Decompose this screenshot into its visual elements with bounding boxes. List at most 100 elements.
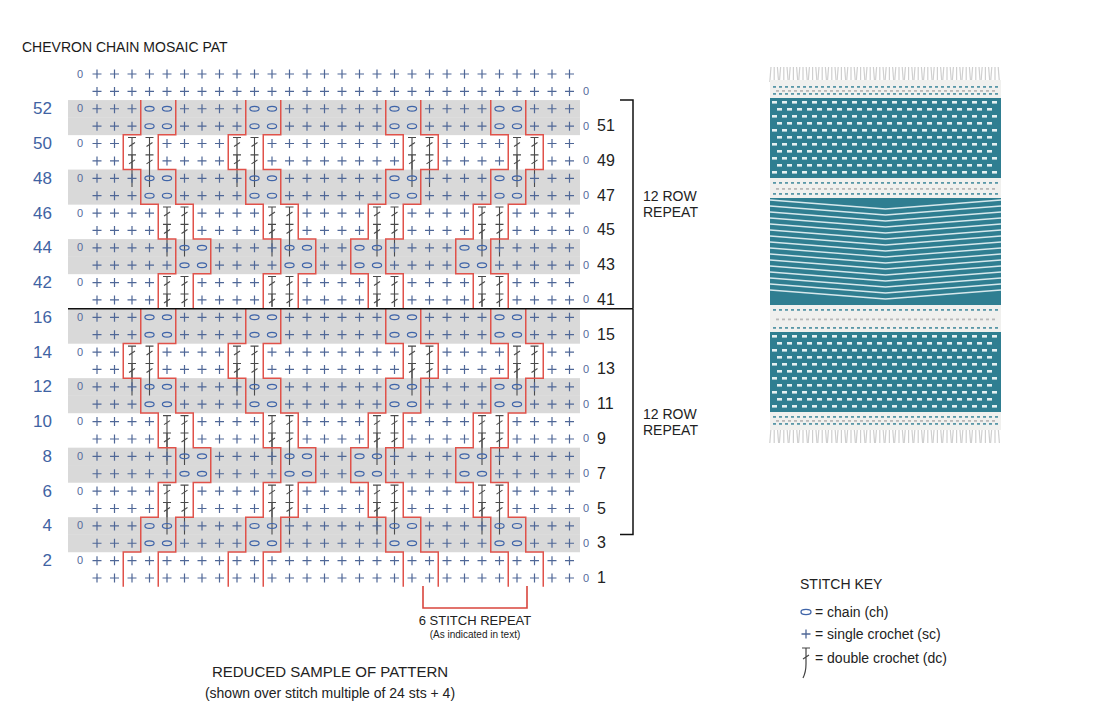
stitch bbox=[495, 574, 504, 583]
stitch bbox=[391, 294, 399, 307]
stitch bbox=[145, 417, 154, 426]
stitch bbox=[460, 417, 469, 426]
stitch bbox=[320, 330, 329, 339]
stitch bbox=[565, 313, 574, 322]
row-start-marker-text: 0 bbox=[583, 432, 589, 444]
row-number-text: 42 bbox=[33, 273, 52, 292]
stitch bbox=[443, 191, 452, 200]
stitch bbox=[215, 313, 224, 322]
stitch bbox=[565, 295, 574, 304]
stitch bbox=[495, 452, 504, 461]
row-start-marker-text: 0 bbox=[77, 311, 83, 323]
stitch bbox=[251, 155, 259, 187]
stitch bbox=[530, 417, 539, 426]
row-start-marker: 0 bbox=[77, 103, 83, 114]
row-number-text: 13 bbox=[597, 360, 615, 377]
stitch bbox=[233, 556, 242, 565]
stitch bbox=[443, 521, 452, 530]
stitch bbox=[320, 400, 329, 409]
stitch bbox=[233, 104, 242, 113]
stitch bbox=[443, 174, 452, 183]
row-start-marker: 0 bbox=[77, 416, 83, 427]
stitch bbox=[180, 87, 189, 96]
stitch bbox=[93, 487, 102, 496]
stitch bbox=[478, 224, 486, 256]
stitch bbox=[390, 87, 399, 96]
stitch bbox=[548, 278, 557, 287]
stitch bbox=[372, 454, 381, 459]
stitch bbox=[145, 504, 154, 513]
stitch bbox=[443, 452, 452, 461]
stitch bbox=[390, 193, 399, 198]
row-number: 50 bbox=[33, 135, 52, 152]
stitch bbox=[391, 277, 399, 307]
row-start-marker-text: 0 bbox=[77, 102, 83, 114]
stitch bbox=[128, 363, 136, 395]
stitch bbox=[180, 245, 189, 250]
stitch bbox=[93, 556, 102, 565]
stitch bbox=[390, 469, 399, 478]
red-outline bbox=[491, 100, 544, 309]
stitch bbox=[425, 382, 434, 391]
stitch bbox=[268, 348, 277, 357]
row-number-text: 10 bbox=[33, 412, 52, 431]
stitch bbox=[268, 261, 277, 270]
row-start-marker-text: 0 bbox=[583, 85, 589, 97]
stitch bbox=[180, 471, 189, 476]
stitch bbox=[163, 277, 171, 307]
stitch bbox=[407, 193, 416, 198]
stitch bbox=[267, 176, 276, 181]
stitch bbox=[320, 504, 329, 513]
color-bands bbox=[68, 100, 580, 552]
stitch bbox=[267, 106, 276, 111]
stitch bbox=[110, 191, 119, 200]
stitch bbox=[303, 104, 312, 113]
stitch bbox=[145, 541, 154, 546]
stitch bbox=[302, 471, 311, 476]
stitch bbox=[407, 384, 416, 389]
stitch bbox=[145, 193, 154, 198]
stitch bbox=[215, 400, 224, 409]
stitch bbox=[163, 70, 172, 79]
stitch bbox=[215, 330, 224, 339]
stitch bbox=[233, 452, 242, 461]
row-start-marker-text: 0 bbox=[77, 207, 83, 219]
stitch bbox=[391, 503, 399, 535]
stitch bbox=[408, 363, 416, 395]
row-number: 10 bbox=[33, 413, 52, 430]
stitch bbox=[128, 313, 137, 322]
caption-line: (shown over stitch multiple of 24 sts + … bbox=[205, 685, 455, 701]
stitch bbox=[110, 330, 119, 339]
row-start-marker-text: 0 bbox=[77, 68, 83, 80]
stitch bbox=[303, 278, 312, 287]
red-outline bbox=[158, 309, 211, 587]
stitch bbox=[162, 315, 171, 320]
stitch bbox=[233, 278, 242, 287]
stitch bbox=[478, 433, 486, 465]
stitch bbox=[373, 277, 381, 307]
stitch bbox=[93, 417, 102, 426]
row-start-marker-text: 0 bbox=[583, 398, 589, 410]
stitch bbox=[443, 261, 452, 270]
stitch bbox=[320, 313, 329, 322]
grey-band bbox=[68, 170, 580, 188]
stitch bbox=[110, 365, 119, 374]
stitch bbox=[565, 504, 574, 513]
stitch bbox=[93, 539, 102, 548]
row-number: 2 bbox=[43, 552, 52, 569]
stitch bbox=[285, 174, 294, 183]
stitch bbox=[530, 226, 539, 235]
stitch bbox=[443, 487, 452, 496]
stitch bbox=[233, 574, 242, 583]
stitch bbox=[285, 139, 294, 148]
stitch bbox=[320, 487, 329, 496]
stitch bbox=[530, 104, 539, 113]
stitch bbox=[548, 521, 557, 530]
stitch bbox=[408, 556, 417, 565]
repeat-label-text: 12 ROW REPEAT bbox=[643, 406, 698, 438]
stitch bbox=[548, 243, 557, 252]
stitch bbox=[530, 469, 539, 478]
red-outline bbox=[123, 100, 176, 309]
stitch bbox=[285, 245, 294, 250]
stitch bbox=[267, 124, 276, 129]
